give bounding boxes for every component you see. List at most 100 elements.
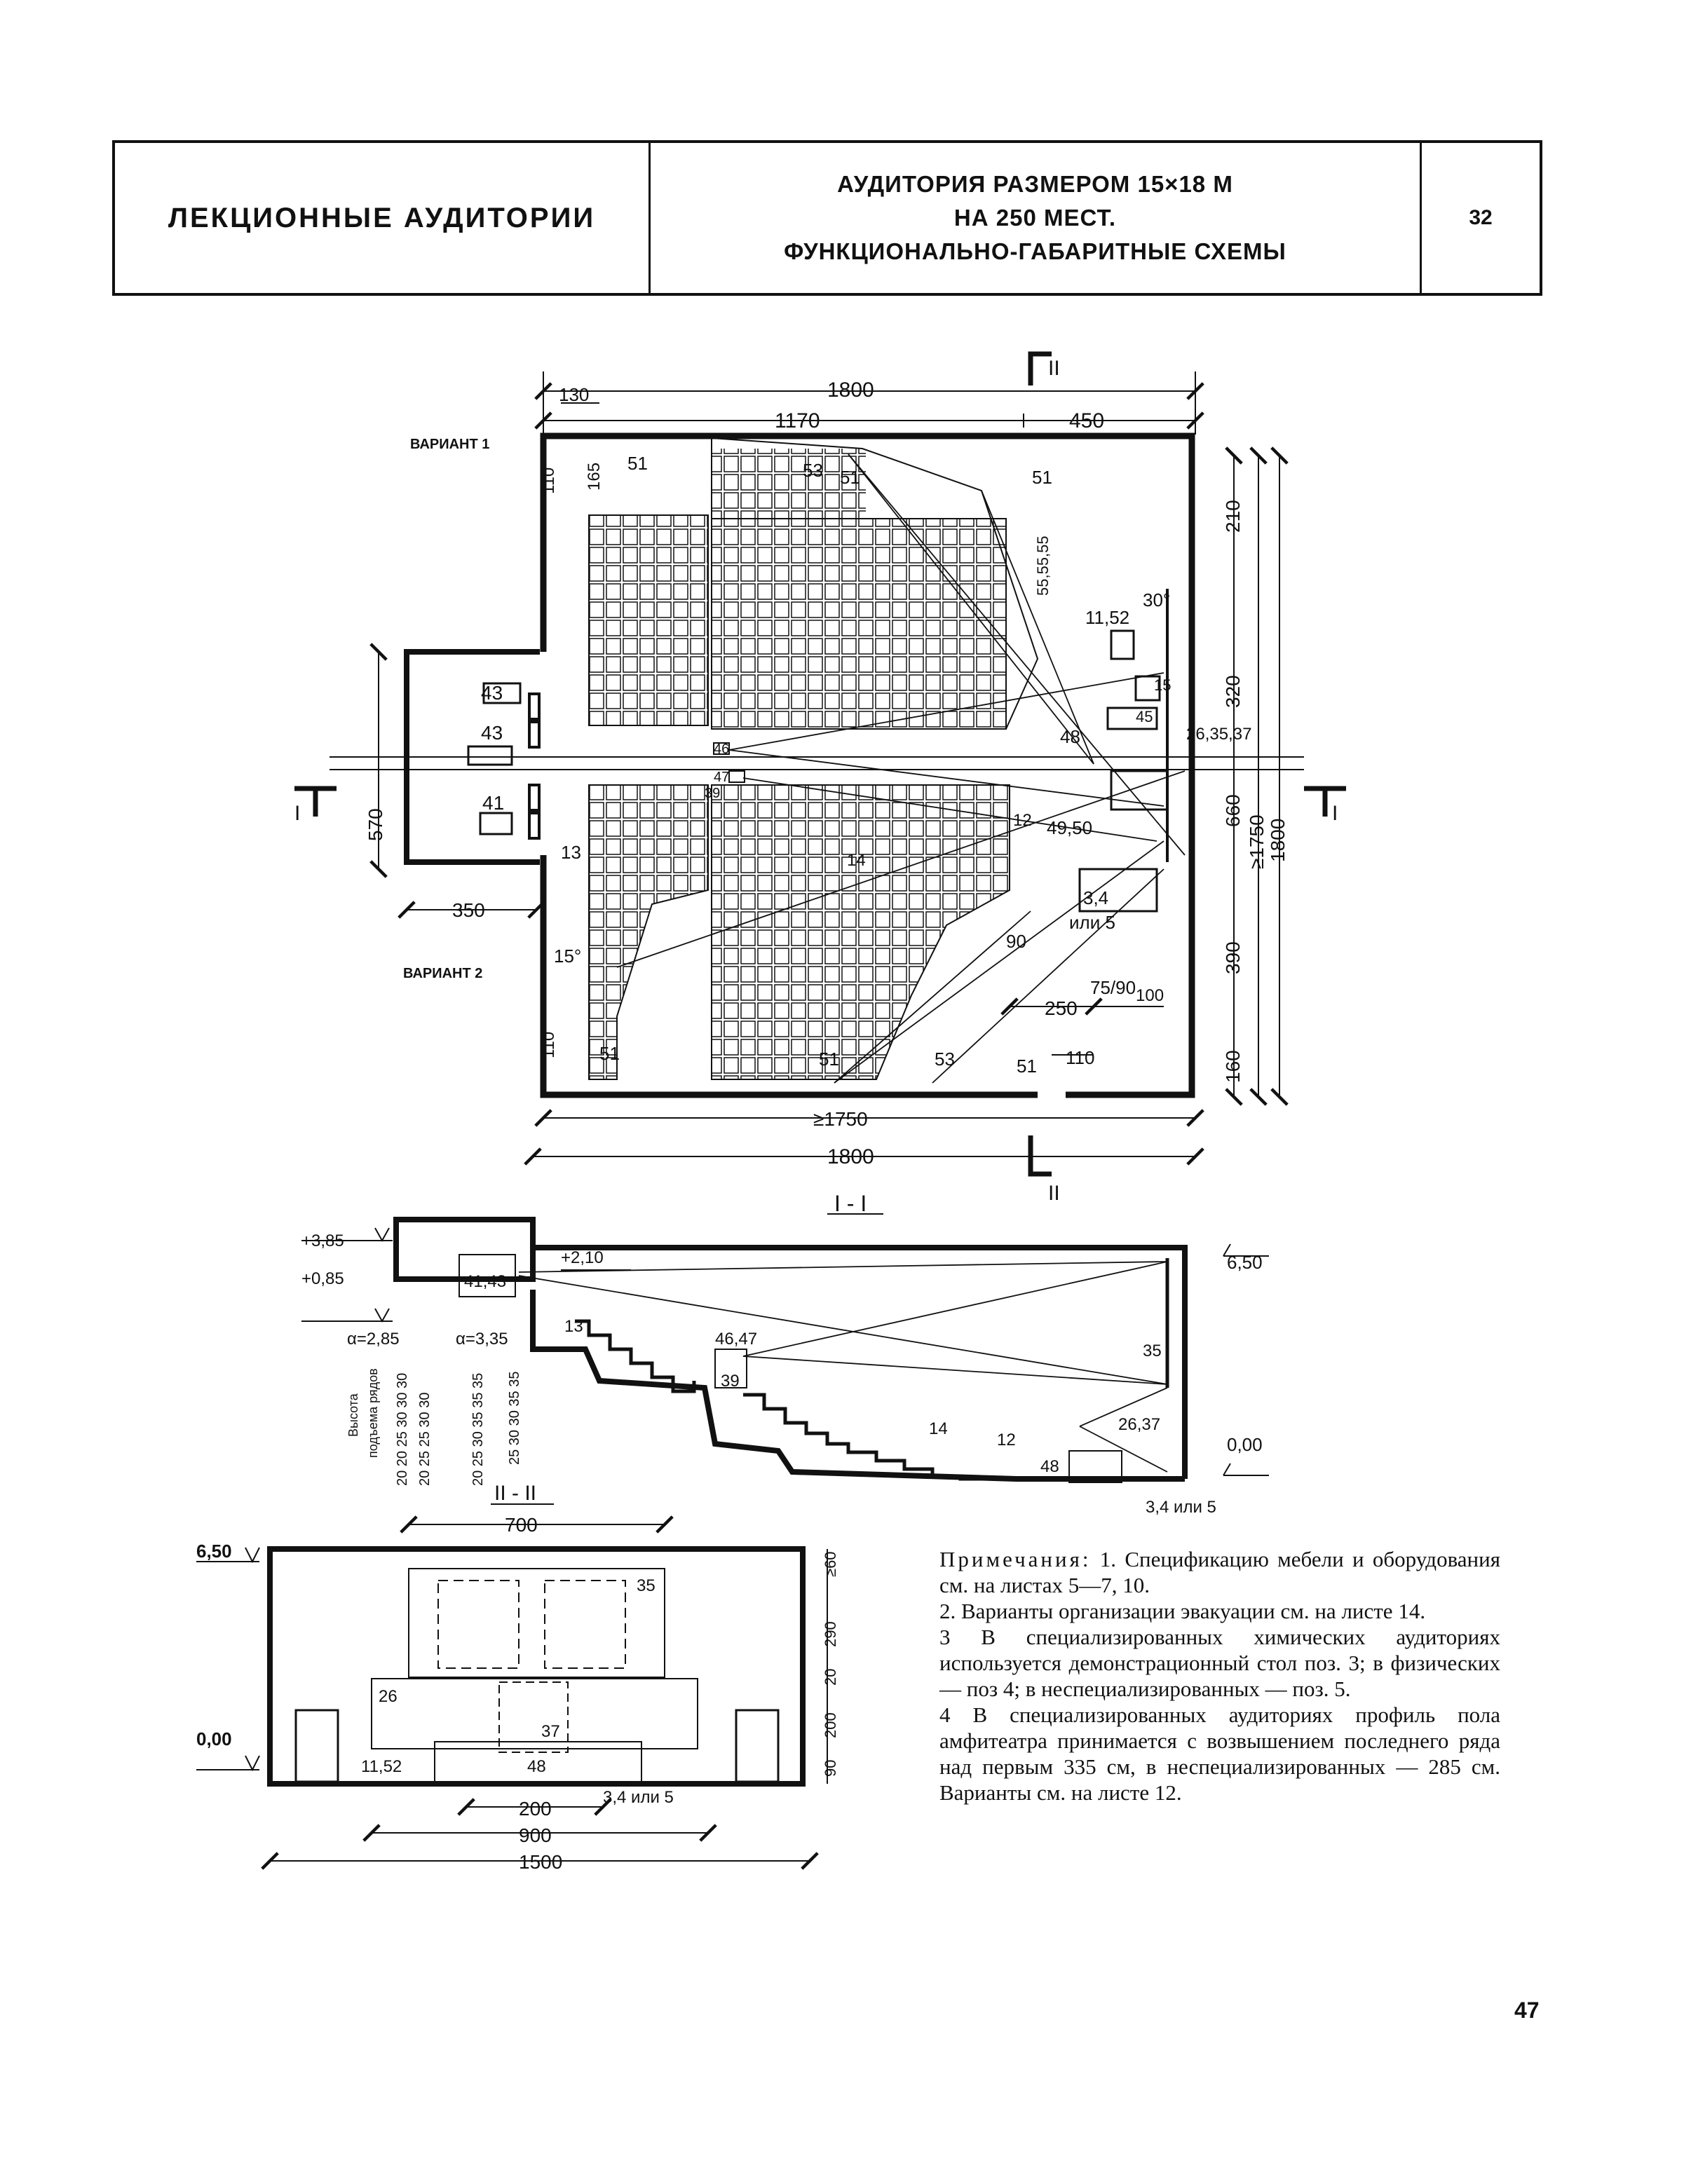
equipment-15 (1134, 675, 1161, 702)
dim-1500: 1500 (519, 1851, 562, 1873)
label-43-top: 43 (481, 682, 503, 704)
section-II-board (371, 1678, 698, 1749)
dim-900: 900 (519, 1824, 552, 1846)
section-I-roof (533, 1245, 1188, 1479)
window-3 (528, 784, 541, 812)
section-I-I: I - I +3,85 +0,85 +2,10 6,50 0,00 (301, 1191, 1269, 1517)
label-41-43: 41,43 (464, 1272, 506, 1291)
label-51-top-mid: 51 (840, 467, 860, 488)
label-13: 13 (561, 842, 581, 863)
label-14-section-I: 14 (929, 1419, 948, 1438)
dim-right-210: 210 (1222, 500, 1244, 533)
section-I-title: I - I (834, 1191, 867, 1216)
label-46-47: 46,47 (715, 1330, 757, 1349)
section-II-II: II - II 700 200 900 1500 6,50 0,00 ≥60 2… (196, 1482, 839, 1873)
section-I-projection-room (393, 1217, 536, 1282)
label-39-section-I: 39 (721, 1372, 740, 1391)
label-26-35-37: 26,35,37 (1186, 725, 1251, 744)
angle-15: 15° (554, 946, 581, 967)
dim-inner-90: 90 (1006, 931, 1026, 952)
cut-mark-II-bottom (1028, 1135, 1052, 1177)
alpha-335: α=3,35 (456, 1330, 508, 1349)
cut-II-top-label: II (1048, 357, 1060, 380)
rise-col-3: 20 25 30 35 35 35 (470, 1373, 486, 1486)
note-4: 4 В специализированных аудиториях профил… (939, 1702, 1500, 1805)
dim-bottom-1750: ≥1750 (813, 1108, 868, 1130)
dim-left-110b: 110 (539, 1032, 558, 1058)
rise-caption-1: Высота (346, 1393, 360, 1437)
label-37-section-II: 37 (541, 1722, 560, 1741)
seat-block-upper-main (711, 518, 1007, 730)
label-48-section-II: 48 (527, 1757, 546, 1776)
label-53-bottom: 53 (935, 1049, 955, 1070)
sheet-title-line-2: НА 250 МЕСТ. (953, 205, 1117, 231)
elev-085: +0,85 (301, 1269, 344, 1288)
label-47: 47 (714, 770, 729, 785)
sheet-number: 32 (1469, 206, 1493, 229)
label-or-5: или 5 (1069, 912, 1115, 933)
dim-inner-7590: 75/90 (1090, 977, 1136, 998)
label-11-52-section-II: 11,52 (361, 1757, 402, 1776)
dim-200: 200 (519, 1798, 552, 1820)
section-II-board-dash (498, 1681, 569, 1753)
dim-left-350: 350 (452, 899, 485, 921)
sightlines (616, 453, 1186, 1084)
label-35-section-I: 35 (1143, 1342, 1162, 1360)
auditorium-plan: ВАРИАНТ 1 ВАРИАНТ 2 1800 130 1170 450 II… (294, 351, 1346, 1205)
cut-I-right-label: I (1332, 802, 1338, 825)
dim-left-165: 165 (585, 463, 604, 491)
variant-1-label: ВАРИАНТ 1 (410, 437, 489, 452)
label-3-4-or-5-section-II: 3,4 или 5 (603, 1788, 674, 1807)
dim-inner-110: 110 (1066, 1047, 1094, 1068)
note-1-text: 1. Спецификацию мебели и оборудования см… (939, 1547, 1500, 1597)
dim-inner-55: 55,55,55 (1034, 535, 1052, 596)
label-48: 48 (1060, 726, 1080, 747)
section-I-floor (530, 1290, 1185, 1482)
label-51-bottom-left: 51 (599, 1043, 620, 1064)
label-35-section-II: 35 (637, 1576, 656, 1595)
label-41: 41 (482, 792, 504, 814)
label-11-52: 11,52 (1085, 607, 1129, 628)
label-49-50: 49,50 (1047, 817, 1092, 838)
seat-block-upper-back (712, 449, 866, 519)
console-47 (728, 770, 745, 783)
label-26-section-II: 26 (379, 1687, 398, 1706)
seat-block-lower-main (711, 784, 1010, 1080)
plan-walls (540, 432, 1195, 1098)
label-13-section-I: 13 (564, 1317, 583, 1336)
cut-II-bottom-label: II (1048, 1182, 1060, 1205)
elev-650-section-II: 6,50 (196, 1541, 232, 1562)
section-I-console (714, 1349, 747, 1388)
label-51-top-left: 51 (627, 453, 648, 474)
window-2 (528, 721, 541, 749)
rise-col-2: 20 25 25 30 30 (417, 1393, 433, 1486)
cut-I-left-label: I (294, 802, 300, 825)
label-12: 12 (1013, 811, 1032, 830)
dim-bottom-1800: 1800 (827, 1145, 874, 1168)
label-51-bottom-right: 51 (1017, 1056, 1037, 1077)
elev-385: +3,85 (301, 1231, 344, 1250)
vdim-290: 290 (822, 1621, 839, 1647)
label-51-bottom-mid: 51 (819, 1049, 839, 1070)
cut-mark-I-right (1304, 786, 1346, 817)
section-II-table (434, 1741, 642, 1782)
window-4 (528, 812, 541, 840)
section-II-outline (267, 1546, 806, 1787)
console-46 (713, 742, 730, 755)
sheet-title-line-3: ФУНКЦИОНАЛЬНО-ГАБАРИТНЫЕ СХЕМЫ (784, 238, 1286, 264)
projector-43b (467, 745, 513, 766)
elev-000-section-II: 0,00 (196, 1728, 232, 1749)
projector-41 (479, 812, 513, 835)
elev-210: +2,10 (561, 1248, 604, 1267)
dim-top-right: 450 (1069, 409, 1104, 432)
seat-block-upper-left (588, 514, 709, 726)
elev-650-section-I: 6,50 (1227, 1252, 1263, 1273)
dim-right-390: 390 (1222, 941, 1244, 974)
section-II-door-left (294, 1709, 339, 1783)
section-II-screen (408, 1568, 665, 1678)
notes-lead: Примечания: (939, 1547, 1092, 1571)
dim-left-570: 570 (365, 808, 386, 841)
dim-right-160: 160 (1222, 1050, 1244, 1083)
section-title-cell: ЛЕКЦИОННЫЕ АУДИТОРИИ (115, 143, 651, 293)
label-39: 39 (705, 786, 720, 801)
